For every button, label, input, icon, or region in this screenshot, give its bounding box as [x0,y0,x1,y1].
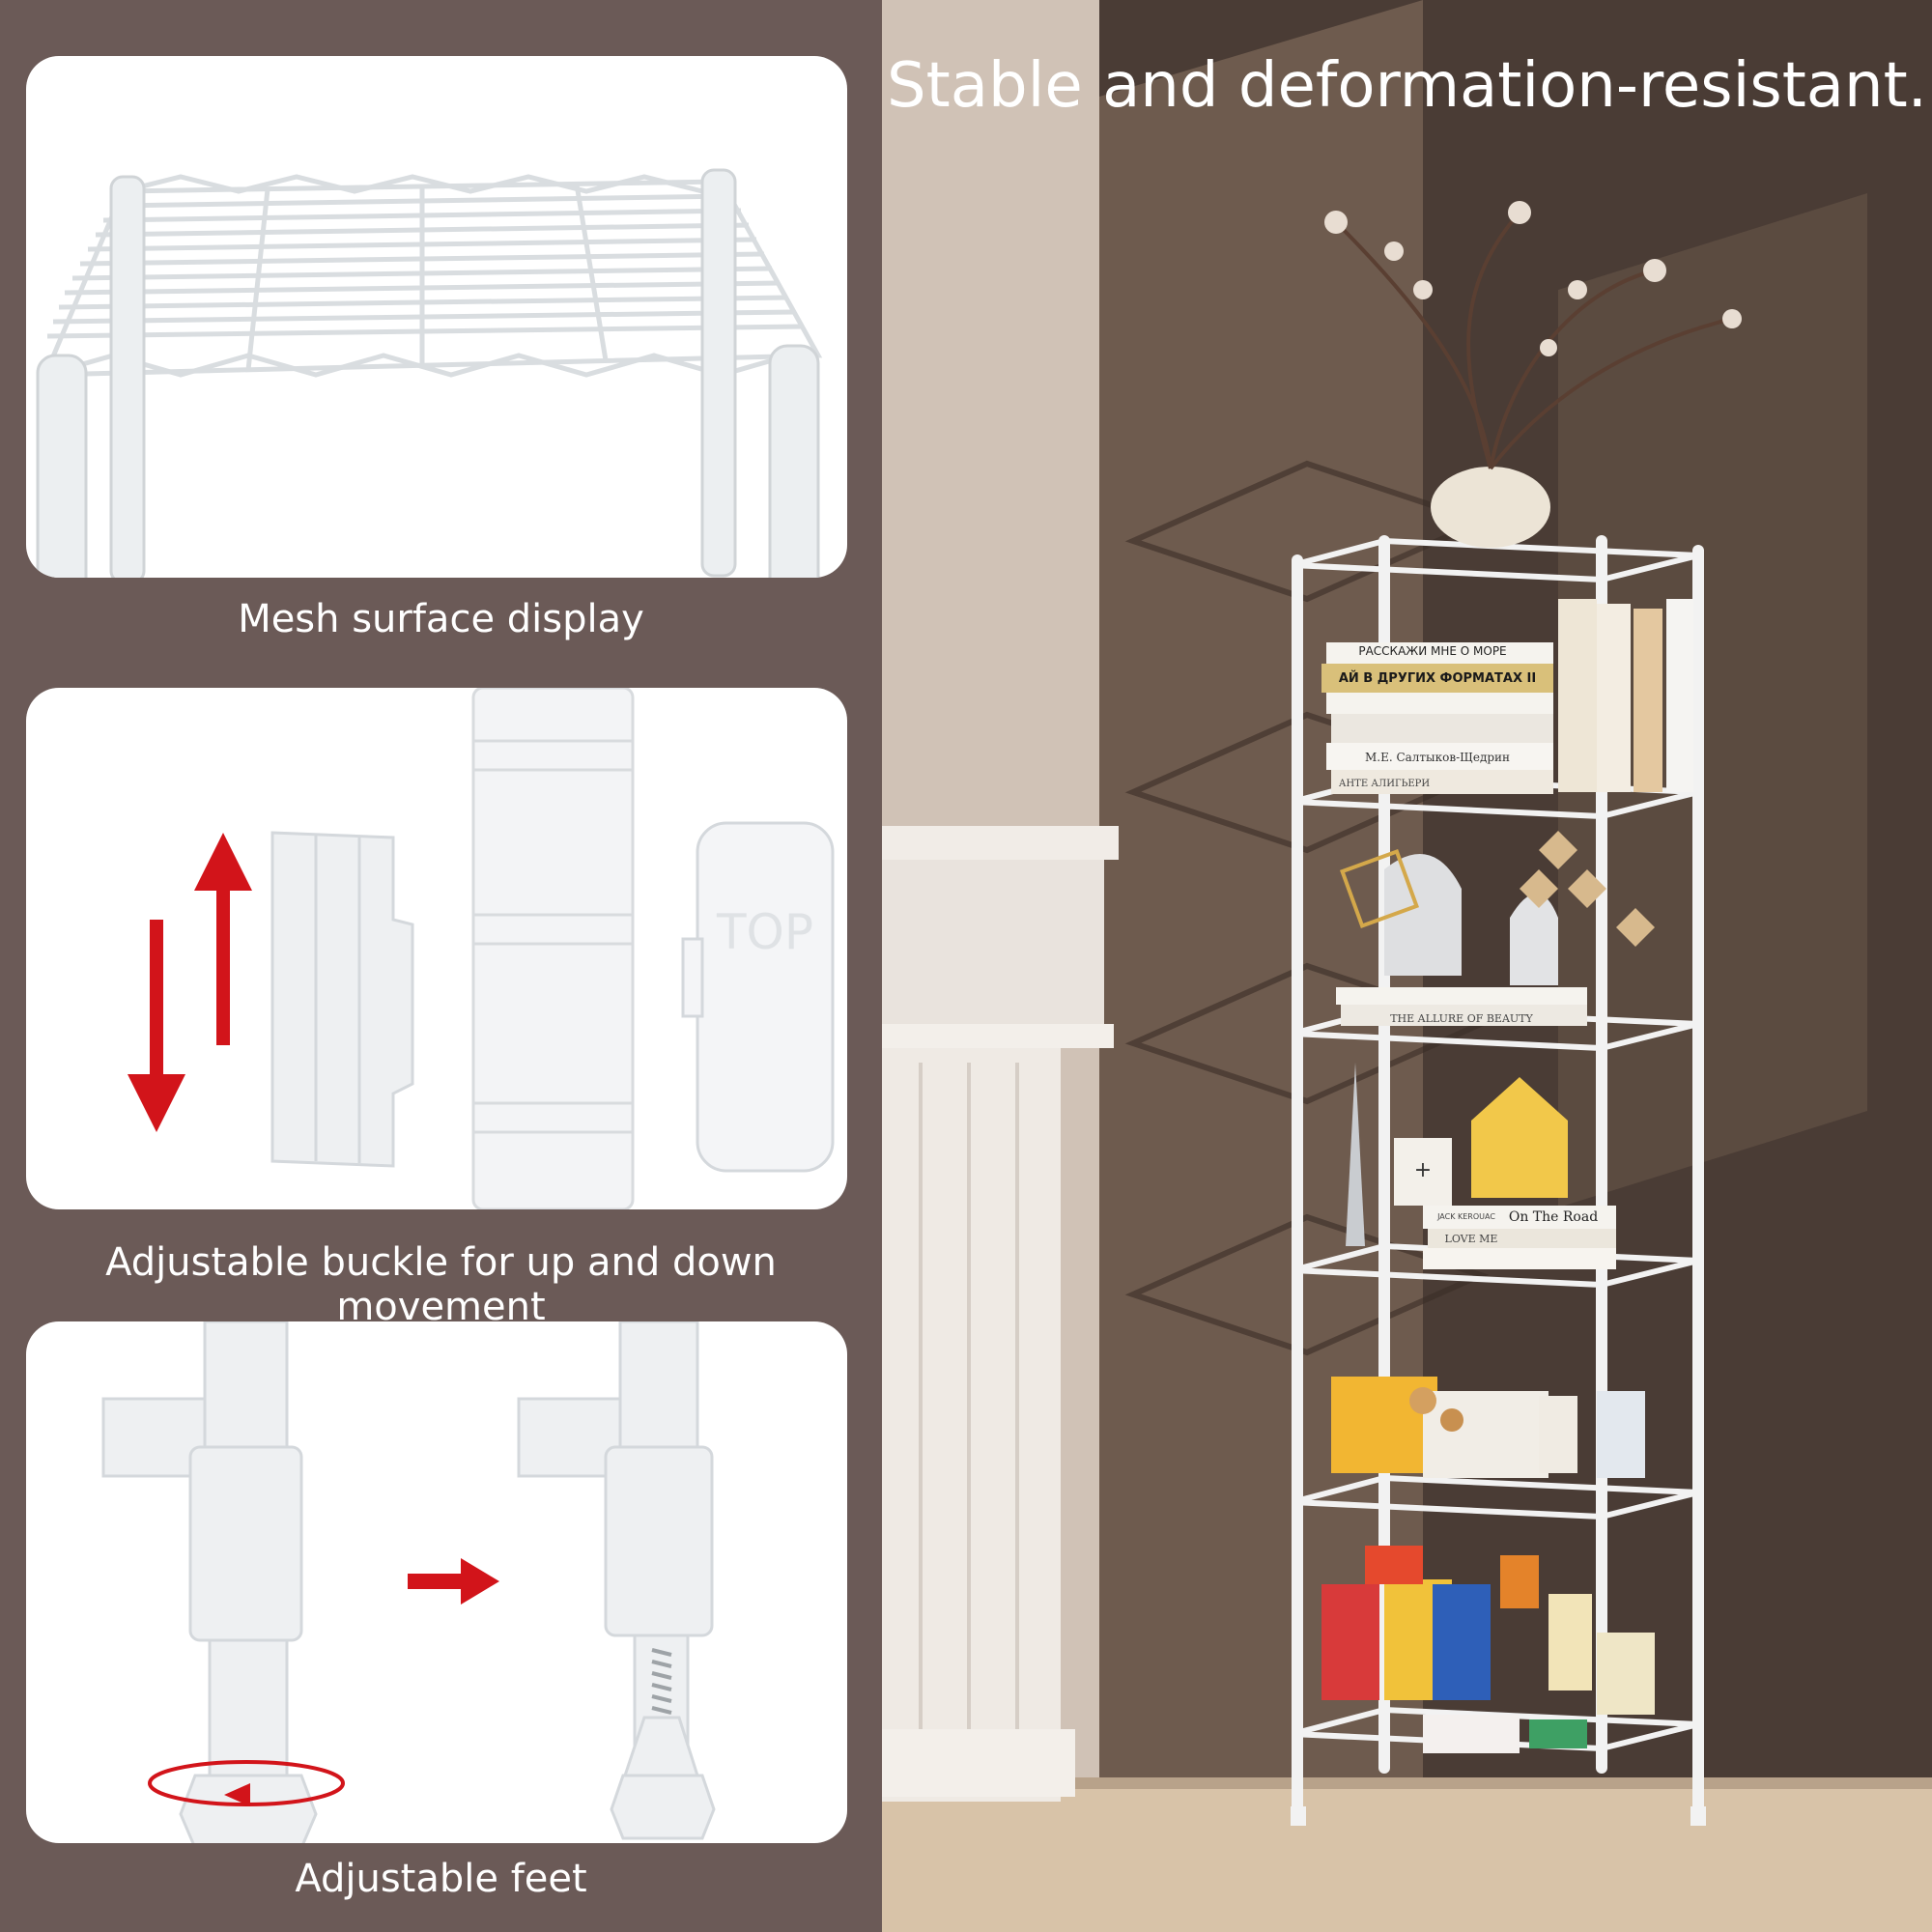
buckle-caption: Adjustable buckle for up and down moveme… [105,1240,777,1329]
book-title: РАССКАЖИ МНЕ О МОРЕ [1358,644,1506,658]
book-title: АЙ В ДРУГИХ ФОРМАТАХ II [1339,670,1536,686]
room-scene: РАССКАЖИ МНЕ О МОРЕ АЙ В ДРУГИХ ФОРМАТАХ… [882,0,1932,1932]
mesh-caption: Mesh surface display [238,597,644,641]
book-title: АНТЕ АЛИГЬЕРИ [1339,779,1430,789]
shelf-room-photo: РАССКАЖИ МНЕ О МОРЕ АЙ В ДРУГИХ ФОРМАТАХ… [882,0,1932,1932]
arrow-right-icon [408,1558,499,1605]
feature-column: Mesh surface display [0,0,882,1932]
book-author: JACK KEROUAC [1436,1212,1495,1221]
svg-text:+: + [1414,1158,1432,1182]
headline: Stable and deformation-resistant. [887,50,1927,122]
feet-illustration [101,1321,716,1843]
up-down-arrows-icon [128,833,252,1132]
book-title: THE ALLURE OF BEAUTY [1390,1012,1533,1025]
feet-caption: Adjustable feet [295,1857,587,1901]
buckle-illustration: TOP [128,688,835,1209]
mesh-shelf-illustration [36,168,823,578]
top-emboss: TOP [716,904,813,960]
feet-panel [26,1321,847,1843]
buckle-panel: TOP [26,688,847,1209]
book-title: On The Road [1509,1209,1598,1225]
mesh-surface-panel [26,56,847,578]
book-title: LOVE ME [1445,1233,1498,1245]
book-title: М.Е. Салтыков-Щедрин [1365,751,1510,764]
